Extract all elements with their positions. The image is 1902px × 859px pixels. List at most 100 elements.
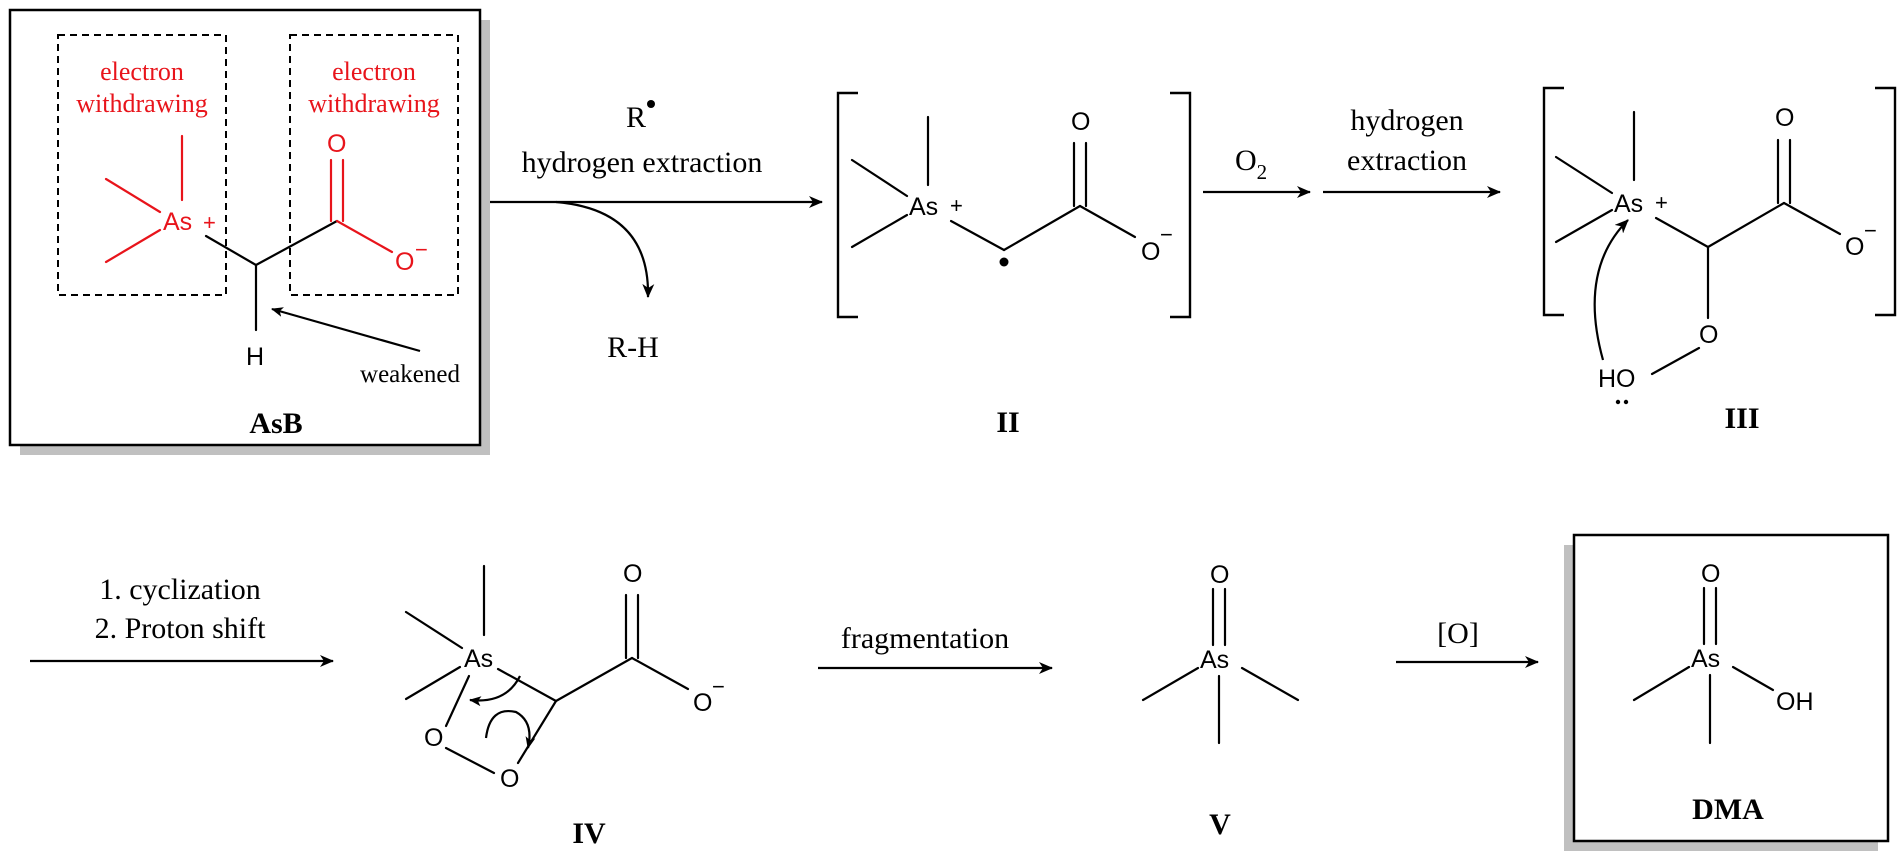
step1-byproduct: R-H	[607, 331, 659, 364]
asb-methyl-bond-lower	[104, 228, 162, 264]
ew-left-line2: withdrawing	[76, 89, 207, 118]
step3-line2: extraction	[1347, 144, 1467, 177]
asb-co-bond	[335, 219, 394, 254]
dma-oxygen: O	[1701, 560, 1720, 588]
dma-label: DMA	[1692, 793, 1764, 826]
iii-lone-pair-dot-2	[1623, 399, 1629, 405]
iii-peroxy-oxygen: O	[1699, 321, 1718, 349]
iii-methyl-bond-lower	[1554, 208, 1614, 244]
v-arsenic: As	[1200, 646, 1229, 674]
intermediate-iv: As O O O O − IV	[404, 560, 725, 850]
intermediate-ii: As + O O − II	[836, 91, 1192, 439]
step5-condition: fragmentation	[841, 622, 1009, 655]
step6-condition: [O]	[1437, 617, 1479, 650]
step2-reagent: O2	[1235, 144, 1267, 184]
iv-methyl-bond-left	[404, 610, 464, 650]
ew-right-line2: withdrawing	[308, 89, 439, 118]
ew-right-line1: electron	[332, 57, 416, 86]
v-methyl-bond-left	[1141, 666, 1200, 702]
iv-o-c-bond	[516, 699, 558, 765]
asb-carbonyl-oxygen: O	[327, 130, 346, 158]
iv-c-c-bond	[554, 656, 634, 703]
ii-radical-dot	[999, 257, 1009, 267]
step3-line1: hydrogen	[1350, 104, 1463, 137]
asb-box	[8, 8, 482, 447]
iii-label: III	[1724, 402, 1759, 435]
iv-minus: −	[712, 674, 725, 699]
dma-box	[1572, 533, 1890, 843]
iii-carbonyl-oxygen: O	[1775, 104, 1794, 132]
v-label: V	[1209, 808, 1231, 841]
iii-as-c-bond	[1654, 216, 1710, 249]
ii-label: II	[996, 406, 1019, 439]
asb-arsenic: As	[163, 208, 192, 236]
step4-line2: 2. Proton shift	[95, 612, 267, 645]
dma-as-oh-bond	[1731, 665, 1775, 692]
step4-line1: 1. cyclization	[99, 573, 261, 606]
dma-molecule: O As OH DMA	[1564, 533, 1890, 851]
ii-carbonyl-oxygen: O	[1071, 108, 1090, 136]
ii-co-bond	[1078, 204, 1137, 239]
iii-left-bracket	[1542, 86, 1564, 317]
iii-arsenic: As	[1614, 190, 1643, 218]
iii-carboxylate-oxygen: O	[1845, 233, 1864, 261]
ii-as-c-bond	[949, 219, 1006, 252]
iv-carbonyl-oxygen: O	[623, 560, 642, 588]
iv-curved-arrow-upper	[469, 675, 521, 707]
ii-plus: +	[950, 193, 963, 218]
ii-c-c-bond	[1002, 204, 1082, 252]
ii-arsenic: As	[909, 193, 938, 221]
radical-dot	[647, 100, 655, 108]
step5: fragmentation	[818, 622, 1053, 674]
iv-as-o-bond	[444, 674, 471, 728]
asb-minus: −	[415, 237, 428, 262]
step4: 1. cyclization 2. Proton shift	[30, 573, 334, 667]
iv-curved-arrow-lower	[484, 709, 536, 749]
iv-as-c-bond	[496, 667, 558, 703]
iv-oxygen-bottom: O	[500, 765, 519, 793]
iii-o-o-bond	[1650, 346, 1701, 376]
ii-right-bracket	[1170, 91, 1192, 319]
dma-hydroxyl: OH	[1776, 688, 1814, 716]
compound-v: O As V	[1141, 561, 1300, 841]
asb-label: AsB	[249, 407, 302, 440]
ii-minus: −	[1160, 222, 1173, 247]
step1: R hydrogen extraction R-H	[490, 100, 823, 364]
step1-curved-arrow	[555, 200, 655, 298]
intermediate-iii: As + O O − O HO III	[1542, 86, 1897, 435]
iii-right-bracket	[1875, 86, 1897, 317]
weakened-label: weakened	[360, 361, 460, 388]
ii-carboxylate-oxygen: O	[1141, 238, 1160, 266]
weakened-arrow	[271, 307, 421, 353]
step1-condition: hydrogen extraction	[522, 146, 763, 179]
asb-hydrogen: H	[246, 343, 264, 371]
iii-curved-arrow	[1593, 219, 1629, 361]
asb-ch2-c-bond	[254, 219, 339, 267]
iii-minus: −	[1864, 218, 1877, 243]
step2-subscript: 2	[1257, 160, 1268, 184]
ew-box-left	[57, 34, 227, 296]
iv-co-bond	[630, 656, 690, 691]
asb-methyl-bond-left	[104, 177, 162, 214]
iv-arsenic: As	[464, 645, 493, 673]
iii-hydroperoxy: HO	[1598, 365, 1636, 393]
ew-left-line1: electron	[100, 57, 184, 86]
iii-co-bond	[1782, 201, 1842, 236]
step1-reagent: R	[626, 101, 646, 134]
iii-c-c-bond	[1706, 201, 1786, 249]
ew-box-right	[289, 34, 459, 296]
v-methyl-bond-right	[1240, 666, 1300, 702]
v-oxygen: O	[1210, 561, 1229, 589]
step3: hydrogen extraction	[1323, 104, 1501, 198]
asb-carboxylate-oxygen: O	[395, 248, 414, 276]
asb-molecule: electron withdrawing electron withdrawin…	[8, 8, 490, 455]
iii-plus: +	[1655, 190, 1668, 215]
step2: O2	[1203, 144, 1311, 198]
iii-methyl-bond-left	[1554, 155, 1614, 195]
ii-left-bracket	[836, 91, 858, 319]
iv-carboxylate-oxygen: O	[693, 689, 712, 717]
dma-arsenic: As	[1691, 645, 1720, 673]
iv-methyl-bond-lower	[404, 665, 462, 701]
ii-methyl-bond-lower	[850, 213, 909, 249]
